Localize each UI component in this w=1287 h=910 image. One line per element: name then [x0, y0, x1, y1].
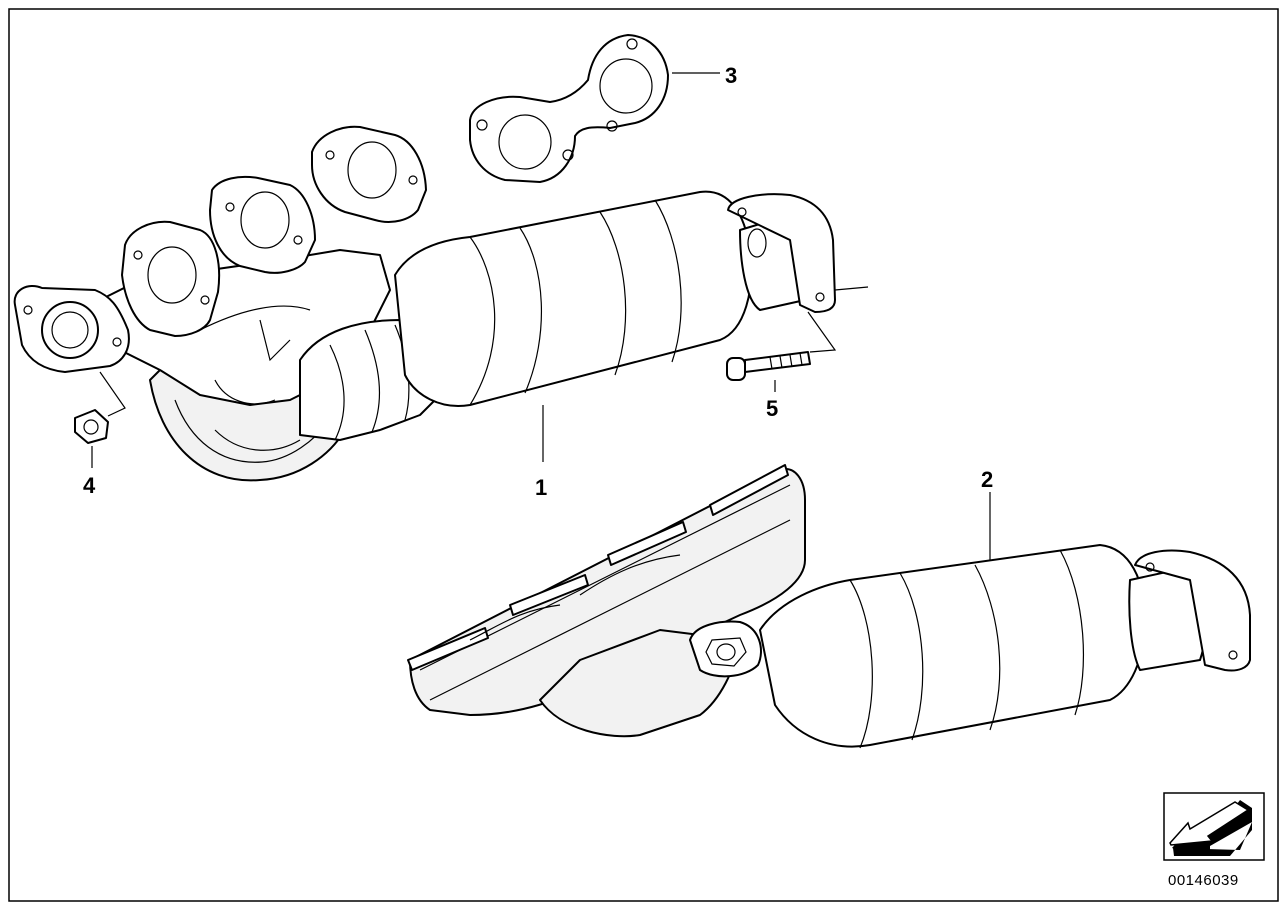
- arrow-nav-icon[interactable]: [1163, 792, 1265, 861]
- part-4-nut[interactable]: [74, 371, 126, 468]
- callout-2: 2: [981, 467, 993, 492]
- part-2-manifold-converter[interactable]: [407, 464, 1251, 749]
- part-3-gasket[interactable]: [469, 34, 720, 183]
- diagram-frame: [8, 8, 1279, 902]
- callout-4: 4: [83, 473, 96, 498]
- callout-5: 5: [766, 396, 778, 421]
- callout-1: 1: [535, 475, 547, 500]
- callout-3: 3: [725, 63, 737, 88]
- part-5-bolt[interactable]: [726, 311, 837, 392]
- document-number: 00146039: [1168, 872, 1239, 889]
- part-1-manifold-converter[interactable]: [13, 125, 869, 482]
